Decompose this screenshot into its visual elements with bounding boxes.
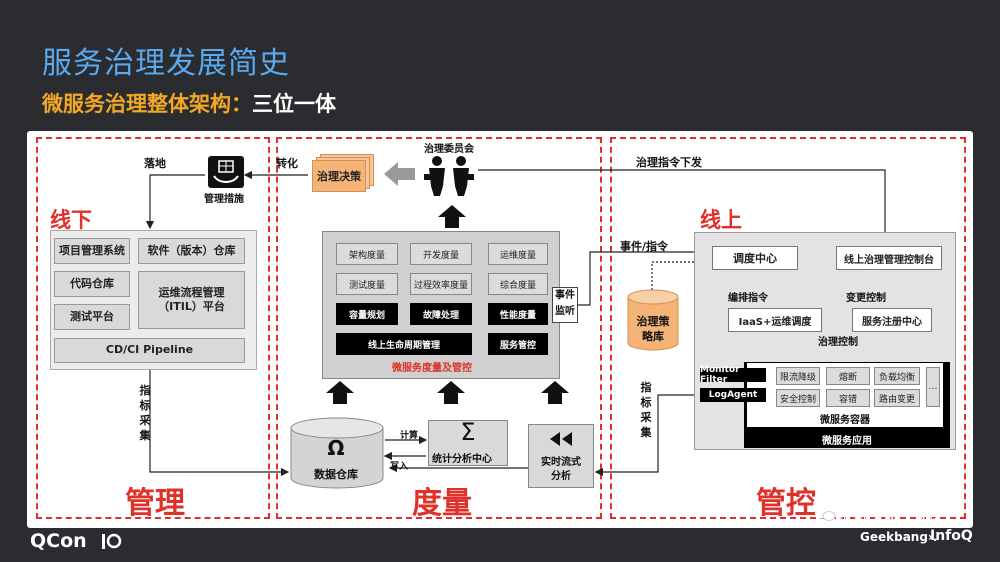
event-monitor: 事件监听 (552, 287, 578, 323)
stats-center-label: 统计分析中心 (432, 454, 492, 465)
decision-label: 治理决策 (312, 160, 366, 192)
test-platform: 测试平台 (54, 304, 130, 330)
performance-measure: 性能度量 (488, 303, 548, 325)
online-section (610, 137, 966, 519)
subtitle-tail: 三位一体 (252, 92, 336, 116)
stats-center-box (428, 420, 508, 466)
landing-label: 落地 (144, 157, 166, 170)
gov-ctrl-label: 治理控制 (818, 337, 858, 348)
dev-measure: 开发度量 (410, 243, 472, 265)
logagent: LogAgent (700, 388, 766, 402)
offline-label: 线下 (50, 208, 92, 232)
qcon-logo: QCon (30, 530, 87, 552)
mgmt-measures-label: 管理措施 (204, 194, 244, 205)
mgmt-bottom-label: 管理 (125, 486, 185, 521)
wechat-icon (814, 506, 836, 522)
service-control: 服务管控 (488, 333, 548, 355)
datastore-label: 数据仓库 (314, 468, 358, 481)
efficiency-measure: 过程效率度量 (410, 273, 472, 295)
container-label: 微服务容器 (820, 415, 870, 426)
online-metric-collect-label: 指标采集 (640, 381, 652, 439)
route-change-cell: 路由变更 (874, 389, 920, 407)
service-registry: 服务注册中心 (852, 308, 932, 332)
sigma-icon: Σ (460, 418, 476, 446)
test-measure: 测试度量 (336, 273, 398, 295)
more-cell: … (926, 367, 940, 407)
rewind-icon (548, 430, 574, 448)
committee-label: 治理委员会 (424, 144, 474, 155)
geekbang-logo: Geekbang›. (860, 530, 938, 544)
orchestrate-label: 编排指令 (728, 293, 768, 304)
committee-people-icon (421, 154, 477, 196)
measure-control-caption: 微服务度量及管控 (392, 363, 472, 374)
measure-bottom-label: 度量 (412, 486, 472, 521)
realtime-label: 实时流式分析 (541, 457, 581, 482)
decision-doc: 治理决策 (312, 154, 374, 192)
software-repository: 软件（版本）仓库 (138, 238, 245, 264)
offline-metric-collect-label: 指标采集 (139, 384, 151, 442)
security-cell: 安全控制 (776, 389, 820, 407)
monitor-filter: Monitor Filter (700, 365, 766, 385)
convert-label: 转化 (276, 157, 298, 170)
wechat-account: 码码的土狼 (838, 504, 938, 528)
realtime-box (528, 424, 594, 488)
measure-section (276, 137, 602, 519)
policy-db (626, 288, 680, 352)
page-subtitle: 微服务治理整体架构：三位一体 (42, 88, 336, 118)
load-balance-cell: 负载均衡 (874, 367, 920, 385)
omega-icon: Ω (327, 436, 345, 460)
datastore (289, 416, 385, 490)
page-title: 服务治理发展简史 (42, 46, 290, 81)
policy-db-label: 治理策略库 (636, 315, 670, 343)
online-lifecycle-mgmt: 线上生命周期管理 (336, 333, 472, 355)
event-cmd-label: 事件/指令 (620, 240, 669, 253)
subtitle-main: 微服务治理整体架构： (42, 92, 252, 116)
mgmt-measures-icon (208, 156, 244, 188)
overall-measure: 综合度量 (488, 273, 548, 295)
online-label: 线上 (700, 208, 742, 232)
infoq-logo: InfoQ (930, 528, 973, 544)
arch-measure: 架构度量 (336, 243, 398, 265)
write-label: 写入 (390, 462, 409, 472)
rate-limit-cell: 限流降级 (776, 367, 820, 385)
ops-process-platform: 运维流程管理（ITIL）平台 (138, 271, 245, 329)
app-label: 微服务应用 (822, 436, 872, 447)
scheduler: 调度中心 (712, 246, 798, 270)
project-mgmt-system: 项目管理系统 (54, 238, 130, 264)
capacity-planning: 容量规划 (336, 303, 398, 325)
offline-section (36, 137, 270, 519)
fault-tolerance-cell: 容错 (826, 389, 870, 407)
code-repository: 代码仓库 (54, 271, 130, 297)
change-ctrl-label: 变更控制 (846, 293, 886, 304)
circuit-breaker-cell: 熔断 (826, 367, 870, 385)
ops-measure: 运维度量 (488, 243, 548, 265)
fault-handling: 故障处理 (410, 303, 472, 325)
qcon-10-mark-icon (100, 530, 122, 552)
online-console: 线上治理管理控制台 (836, 246, 942, 270)
cdci-pipeline: CD/CI Pipeline (54, 338, 245, 363)
control-bottom-label: 管控 (756, 486, 816, 521)
iaas-ops-dispatch: IaaS+运维调度 (728, 308, 822, 332)
compute-label: 计算 (400, 431, 419, 441)
cmd-dispatch-label: 治理指令下发 (636, 156, 702, 169)
